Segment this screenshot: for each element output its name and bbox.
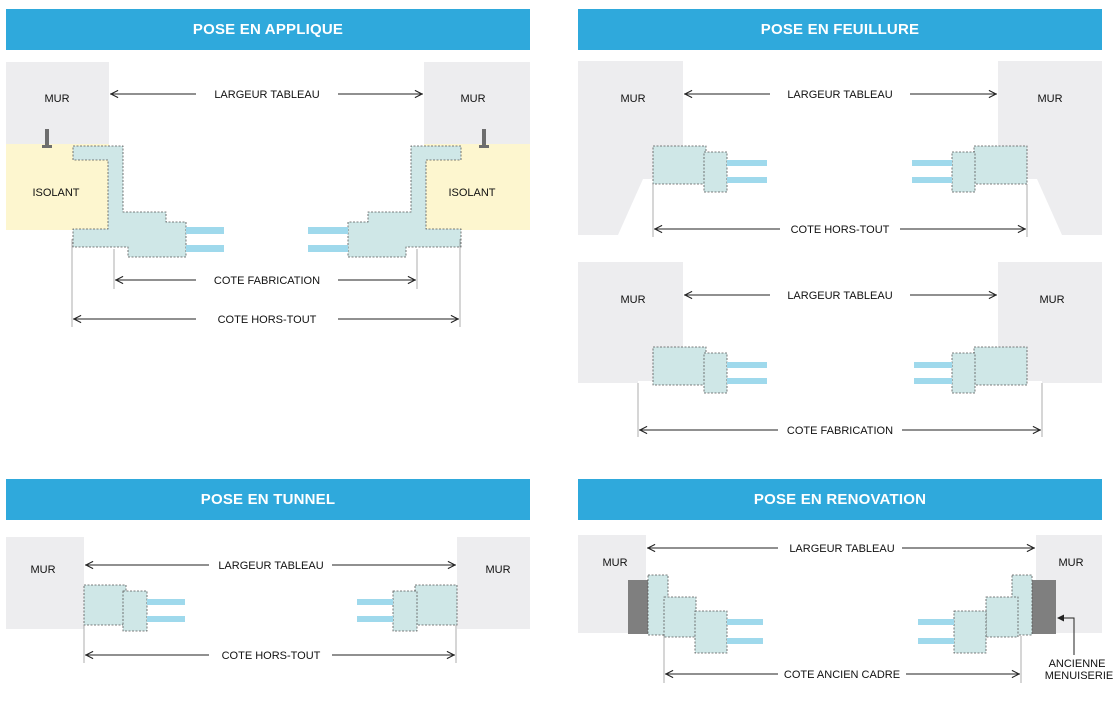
- dimension-label-largeur-tableau: LARGEUR TABLEAU: [787, 290, 892, 302]
- sash-profile-left: [122, 590, 148, 632]
- glass-left-1: [727, 619, 763, 625]
- sash-profile-left: [703, 151, 728, 193]
- dimension-label-cote-ancien-cadre: COTE ANCIEN CADRE: [784, 669, 900, 681]
- diagram-feuillure: LARGEUR TABLEAU COTE HORS-TOUT MUR MUR L…: [578, 61, 1102, 437]
- wall-label-left: MUR: [44, 93, 69, 105]
- glass-left-2: [186, 245, 224, 252]
- sash-profile-right: [953, 610, 987, 654]
- dimension-label-cote-fabrication: COTE FABRICATION: [787, 425, 893, 437]
- glass-left-2: [727, 378, 767, 384]
- panel-title: POSE EN FEUILLURE: [578, 9, 1102, 50]
- wall-label-right: MUR: [460, 93, 485, 105]
- frame-profile-left: [652, 145, 707, 185]
- screw-right: [482, 129, 486, 146]
- wall-label-left: MUR: [30, 564, 55, 576]
- panel-title: POSE EN TUNNEL: [6, 479, 530, 520]
- callout-label-line1: ANCIENNE: [1049, 658, 1106, 670]
- frame-profile-right-2: [985, 596, 1019, 638]
- panel-applique: POSE EN APPLIQUE LARGEUR TABLEAU COTE FA…: [6, 9, 530, 339]
- wall-label-right: MUR: [1037, 93, 1062, 105]
- glass-left-1: [727, 160, 767, 166]
- frame-profile-left: [83, 584, 127, 626]
- glass-left-1: [186, 227, 224, 234]
- glass-right-1: [914, 362, 952, 368]
- wall-label-left: MUR: [602, 557, 627, 569]
- dimension-label-cote-fabrication: COTE FABRICATION: [214, 275, 320, 287]
- frame-profile-left: [652, 346, 707, 386]
- diagram-renovation: LARGEUR TABLEAU COTE ANCIEN CADRE MUR MU…: [578, 535, 1113, 683]
- glass-left-1: [727, 362, 767, 368]
- diagram-applique: LARGEUR TABLEAU COTE FABRICATION COTE HO…: [6, 62, 530, 327]
- glass-right-2: [308, 245, 348, 252]
- frame-profile-right: [973, 145, 1028, 185]
- sash-profile-right: [951, 151, 976, 193]
- glass-left-2: [727, 177, 767, 183]
- frame-profile-right: [414, 584, 458, 626]
- wall-right: [457, 537, 530, 629]
- glass-right-2: [912, 177, 952, 183]
- screw-left-head: [42, 145, 52, 148]
- callout-label-line2: MENUISERIE: [1045, 670, 1113, 682]
- frame-profile-left: [72, 145, 187, 258]
- dimension-label-largeur-tableau: LARGEUR TABLEAU: [218, 560, 323, 572]
- frame-profile-left-2: [663, 596, 697, 638]
- wall-left: [6, 537, 84, 629]
- panel-renovation: POSE EN RENOVATION LARGEUR TABLEAU COTE …: [578, 479, 1116, 709]
- glass-left-1: [147, 599, 185, 605]
- wall-right: [424, 62, 530, 144]
- callout-line: [1060, 617, 1075, 655]
- wall-label-right: MUR: [485, 564, 510, 576]
- panel-tunnel: POSE EN TUNNEL LARGEUR TABLEAU COTE HORS…: [6, 479, 530, 669]
- glass-left-2: [727, 638, 763, 644]
- diagram-tunnel: LARGEUR TABLEAU COTE HORS-TOUT MUR MUR: [6, 537, 530, 663]
- panel-title: POSE EN APPLIQUE: [6, 9, 530, 50]
- glass-right-2: [357, 616, 393, 622]
- dimension-label-cote-hors-tout: COTE HORS-TOUT: [791, 224, 890, 236]
- screw-right-head: [479, 145, 489, 148]
- wall-label-left: MUR: [620, 93, 645, 105]
- wall-right: [998, 61, 1102, 235]
- glass-right-2: [914, 378, 952, 384]
- wall-label-right: MUR: [1039, 294, 1064, 306]
- dimension-label-largeur-tableau: LARGEUR TABLEAU: [787, 89, 892, 101]
- callout-arrow-icon: [1057, 614, 1064, 622]
- insulation-label-right: ISOLANT: [448, 187, 495, 199]
- glass-left-2: [147, 616, 185, 622]
- panel-feuillure: POSE EN FEUILLURE LARGEUR TABLEAU COTE H…: [578, 9, 1102, 444]
- sash-profile-left: [703, 352, 728, 394]
- wall-label-right: MUR: [1058, 557, 1083, 569]
- glass-right-1: [357, 599, 393, 605]
- frame-profile-right: [347, 145, 462, 258]
- glass-right-1: [308, 227, 348, 234]
- sash-profile-right: [392, 590, 418, 632]
- dimension-label-cote-hors-tout: COTE HORS-TOUT: [218, 314, 317, 326]
- dimension-label-largeur-tableau: LARGEUR TABLEAU: [214, 89, 319, 101]
- insulation-label-left: ISOLANT: [32, 187, 79, 199]
- panel-title: POSE EN RENOVATION: [578, 479, 1102, 520]
- wall-label-left: MUR: [620, 294, 645, 306]
- screw-left: [45, 129, 49, 146]
- wall-left: [6, 62, 109, 144]
- sash-profile-right: [951, 352, 976, 394]
- glass-right-1: [912, 160, 952, 166]
- dimension-label-largeur-tableau: LARGEUR TABLEAU: [789, 543, 894, 555]
- frame-profile-right: [973, 346, 1028, 386]
- dimension-label-cote-hors-tout: COTE HORS-TOUT: [222, 650, 321, 662]
- glass-right-1: [918, 619, 954, 625]
- sash-profile-left: [694, 610, 728, 654]
- wall-left: [578, 61, 683, 235]
- glass-right-2: [918, 638, 954, 644]
